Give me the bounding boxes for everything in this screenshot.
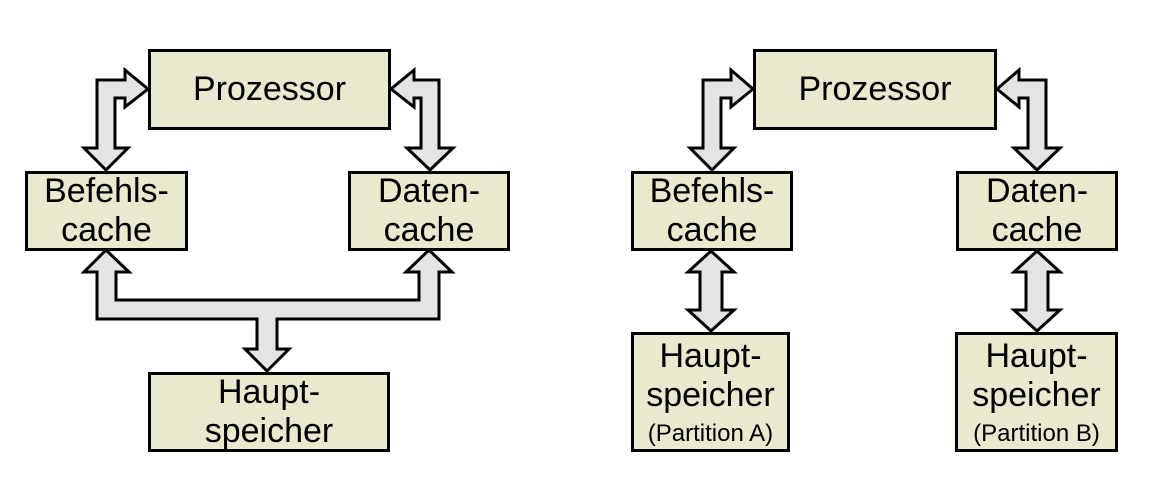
node-label-line2: cache <box>666 211 758 249</box>
node-hauptspeicher-partition-a: Haupt- speicher (Partition A) <box>631 332 790 452</box>
node-label-line2: cache <box>383 211 475 249</box>
node-label: Prozessor <box>192 70 347 108</box>
node-label-line1: Daten- <box>985 172 1089 210</box>
node-hauptspeicher-partition-b: Haupt- speicher (Partition B) <box>955 332 1118 452</box>
node-label-line1: Daten- <box>377 172 481 210</box>
node-label-line1: Befehls- <box>44 172 169 210</box>
arrow-prozessor-befehlscache-left <box>80 66 151 173</box>
node-partition-note: (Partition A) <box>647 419 774 447</box>
node-daten-cache-right: Daten- cache <box>956 171 1118 251</box>
node-prozessor-right: Prozessor <box>753 49 997 130</box>
arrow-hauptspeicher-caches-branch <box>80 247 456 374</box>
node-label-line2: speicher <box>972 375 1101 414</box>
node-label-line1: Haupt- <box>659 336 762 375</box>
arrow-prozessor-datencache-right <box>994 66 1064 173</box>
node-daten-cache-left: Daten- cache <box>348 171 510 251</box>
node-hauptspeicher-left: Haupt- speicher <box>148 372 390 452</box>
node-befehls-cache-left: Befehls- cache <box>25 171 188 251</box>
node-label-line2: speicher <box>646 375 775 414</box>
node-label-line2: speicher <box>204 412 334 450</box>
node-befehls-cache-right: Befehls- cache <box>631 171 793 251</box>
node-label: Prozessor <box>798 70 952 108</box>
node-label-line1: Haupt- <box>217 373 321 411</box>
arrow-prozessor-befehlscache-right <box>686 66 756 173</box>
node-label-line1: Haupt- <box>985 336 1088 375</box>
node-label-line2: cache <box>991 211 1083 249</box>
arrow-befehlscache-partition-a <box>684 248 738 334</box>
node-label-line1: Befehls- <box>649 172 775 210</box>
arrow-datencache-partition-b <box>1010 248 1064 334</box>
node-prozessor-left: Prozessor <box>148 49 391 130</box>
arrow-prozessor-datencache-left <box>388 66 457 173</box>
node-label-line2: cache <box>61 211 152 249</box>
node-partition-note: (Partition B) <box>973 419 1100 447</box>
